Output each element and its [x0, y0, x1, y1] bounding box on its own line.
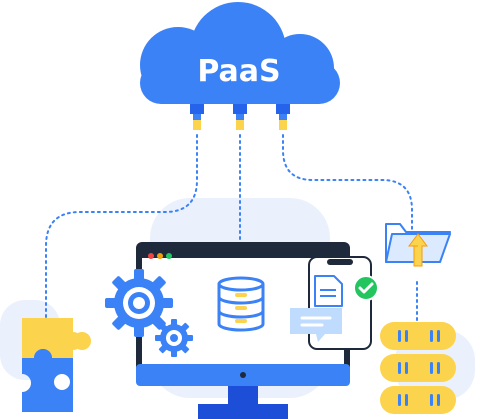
database-icon	[217, 276, 265, 332]
gear-icon	[155, 319, 193, 357]
connector-plug-icon	[276, 104, 290, 130]
folder-upload-icon	[385, 223, 451, 267]
database-indicators	[235, 293, 247, 323]
connector-plug-icon	[233, 104, 247, 130]
connection-line-right	[282, 134, 413, 251]
server-stack-icon	[380, 322, 456, 414]
window-controls	[148, 253, 172, 259]
connector-plug-icon	[190, 104, 204, 130]
checkmark-icon	[353, 275, 379, 301]
cloud-label: PaaS	[197, 54, 280, 89]
connection-lines	[45, 134, 418, 321]
chat-bubble-icon	[290, 308, 342, 342]
connection-line-left	[45, 134, 198, 319]
puzzle-piece-icon	[22, 318, 91, 412]
document-icon	[314, 275, 343, 307]
cloud-icon	[140, 2, 340, 104]
gear-icon	[105, 269, 173, 337]
